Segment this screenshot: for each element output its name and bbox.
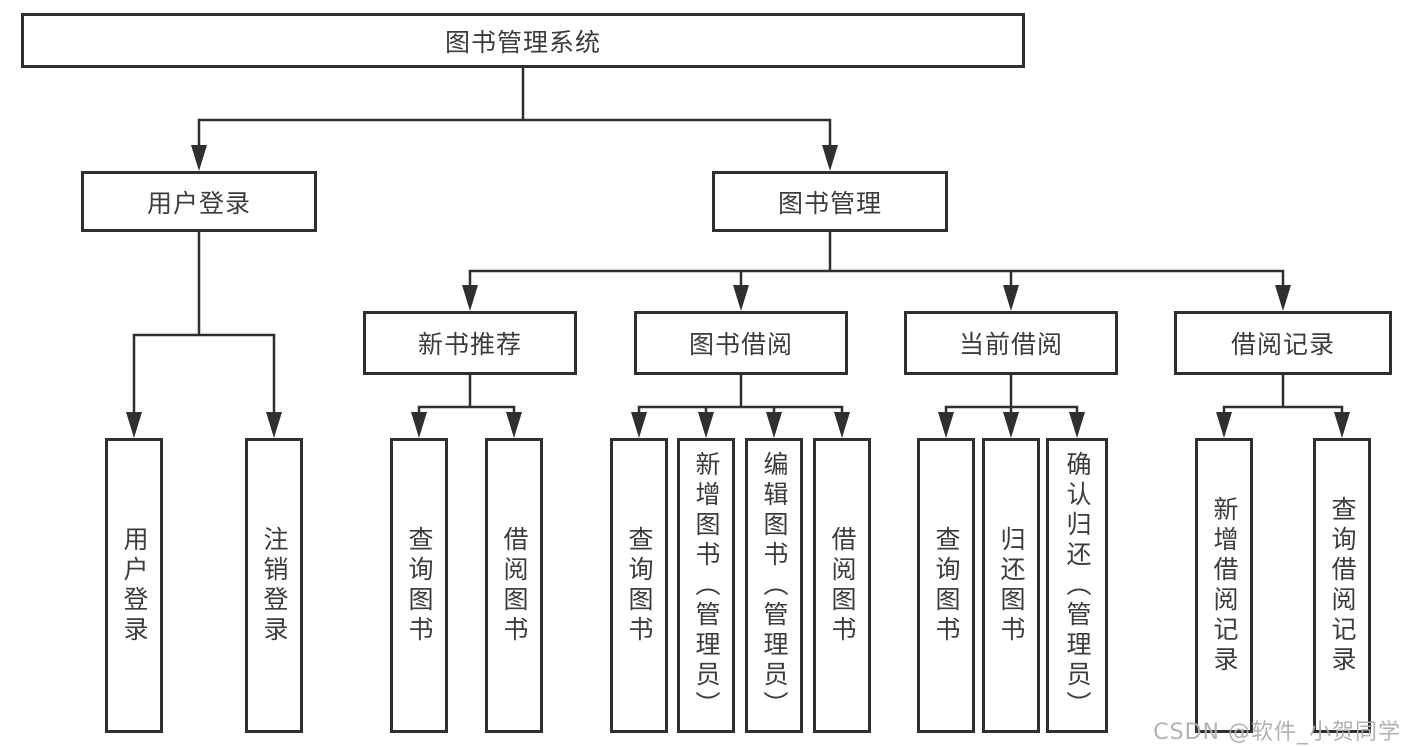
node-label: 查询图书 [625,525,654,646]
node-bb-borrow: 借阅图书 [813,438,871,733]
node-label: 图书借阅 [688,330,793,359]
node-label: 借阅图书 [500,525,529,646]
node-bb-query: 查询图书 [610,438,668,733]
node-label: 查询图书 [405,525,434,646]
node-label: 用户登录 [120,525,149,646]
node-br-query: 查询借阅记录 [1313,438,1371,733]
node-label: 图书管理 [777,188,882,218]
node-nb-borrow: 借阅图书 [485,438,543,733]
node-user-login: 用户登录 [81,171,317,232]
node-label: 注销登录 [260,525,289,646]
node-current-borrow: 当前借阅 [904,311,1118,375]
node-label: 新增借阅记录 [1210,495,1239,676]
node-cb-confirm: 确认归还（管理员） [1046,438,1108,733]
node-label: 新增图书（管理员） [692,450,721,721]
node-label: 新书推荐 [417,330,522,359]
node-label: 用户登录 [146,188,251,218]
node-label: 查询图书 [932,525,961,646]
node-label: 当前借阅 [958,330,1063,359]
node-label: 确认归还（管理员） [1063,450,1092,721]
node-ul-login: 用户登录 [105,438,163,733]
node-br-add: 新增借阅记录 [1195,438,1253,733]
node-bb-add: 新增图书（管理员） [677,438,735,733]
node-cb-return: 归还图书 [982,438,1040,733]
watermark: CSDN @软件_小贺同学 [1153,720,1401,745]
node-book-borrow: 图书借阅 [634,311,848,375]
node-root: 图书管理系统 [21,13,1025,68]
node-label: 归还图书 [997,525,1026,646]
node-nb-query: 查询图书 [390,438,448,733]
node-label: 借阅记录 [1230,330,1335,359]
node-borrow-records: 借阅记录 [1174,311,1392,375]
node-ul-logout: 注销登录 [245,438,303,733]
node-label: 图书管理系统 [444,27,601,57]
node-book-mgmt: 图书管理 [712,171,948,232]
node-label: 借阅图书 [828,525,857,646]
node-label: 编辑图书（管理员） [760,450,789,721]
node-cb-query: 查询图书 [917,438,975,733]
node-bb-edit: 编辑图书（管理员） [745,438,803,733]
node-label: 查询借阅记录 [1328,495,1357,676]
node-new-book-rec: 新书推荐 [363,311,577,375]
